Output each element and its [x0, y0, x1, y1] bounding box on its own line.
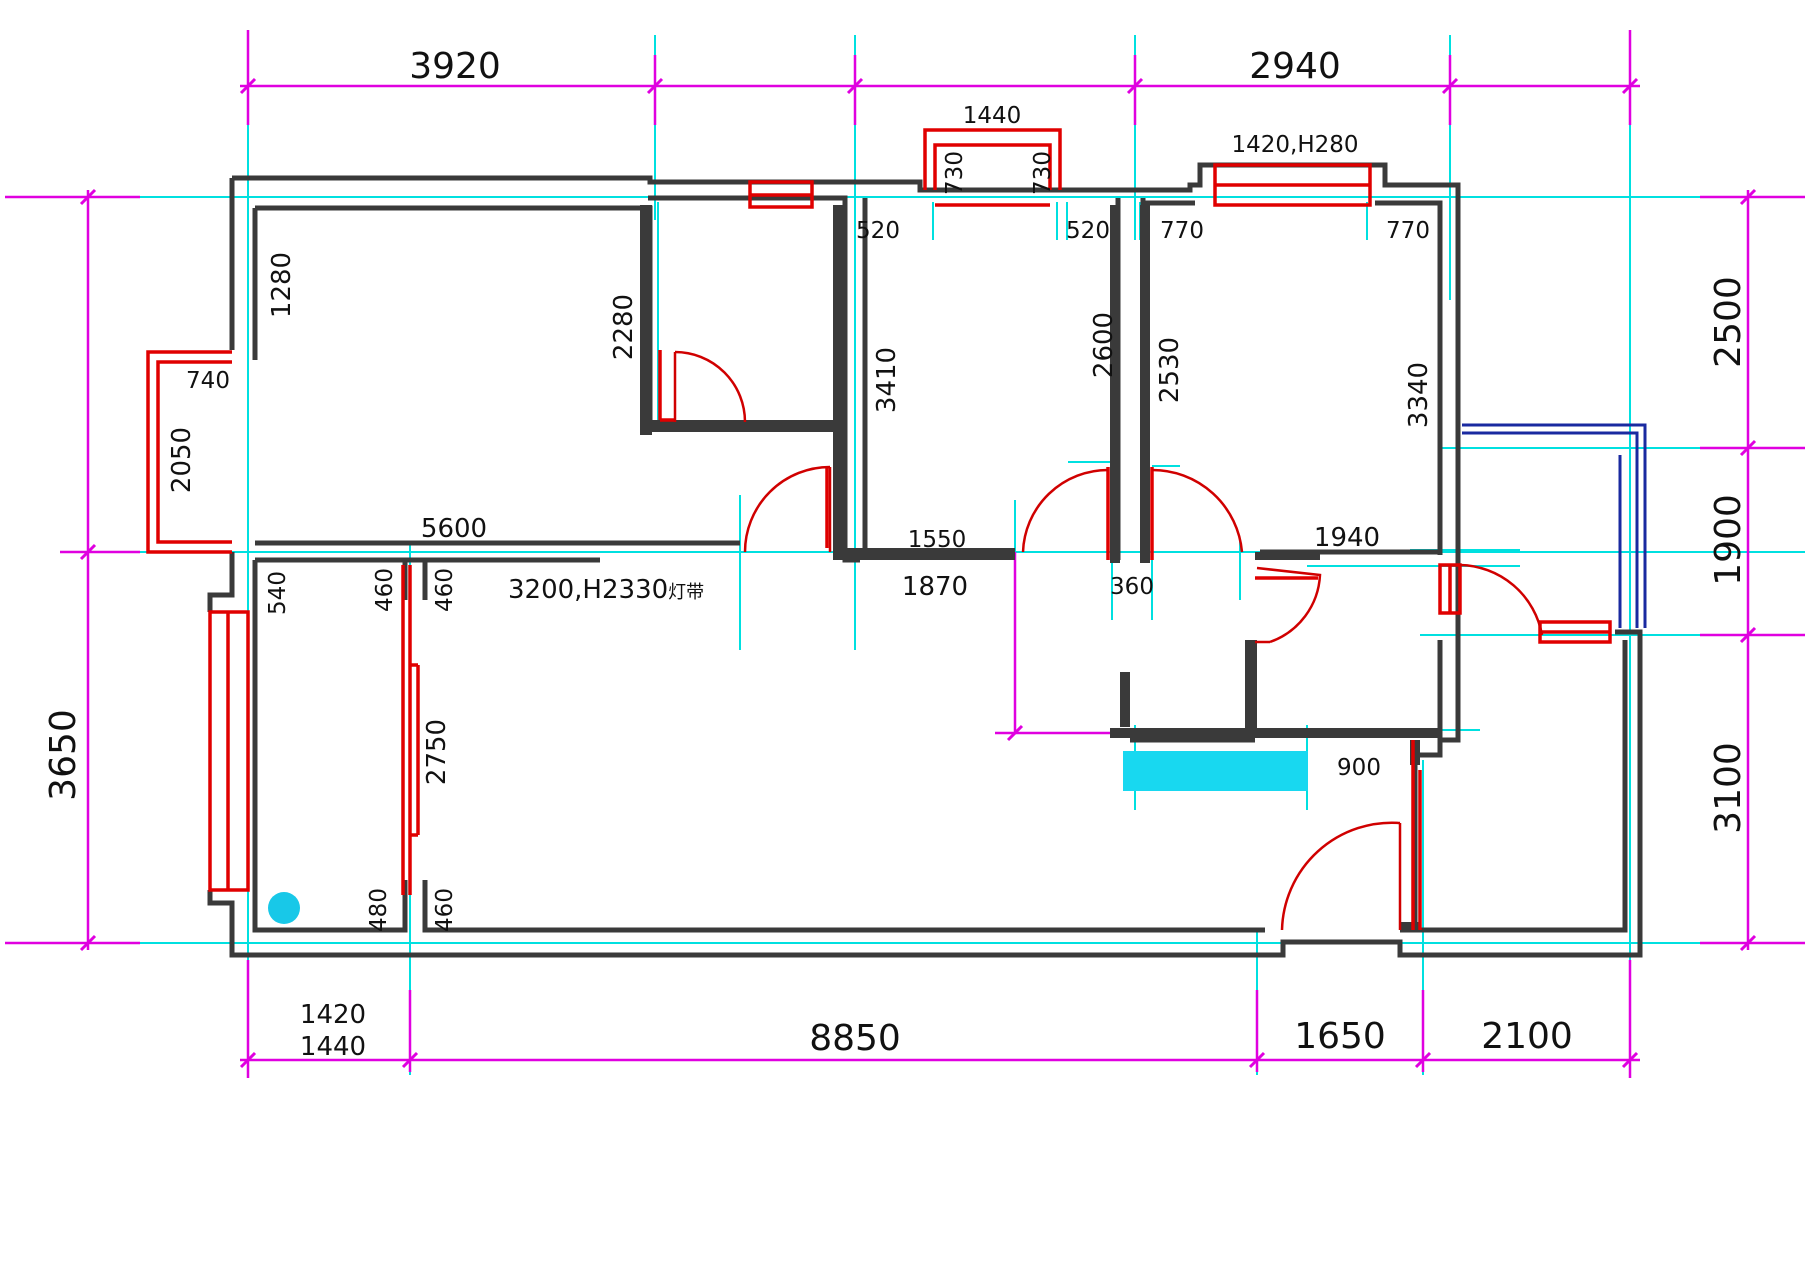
dim-right-1900: 1900: [1708, 494, 1749, 586]
dim-540: 540: [265, 571, 291, 615]
dim-1870: 1870: [902, 572, 968, 602]
dim-520-left: 520: [856, 218, 900, 244]
dim-right-2500: 2500: [1708, 276, 1749, 368]
dim-bottom-8850: 8850: [809, 1018, 901, 1059]
dim-520-right: 520: [1066, 218, 1110, 244]
dim-2750: 2750: [422, 719, 452, 785]
dim-top-1440: 1440: [963, 103, 1022, 129]
dim-460-b: 460: [432, 568, 458, 612]
dim-top-1420-h280: 1420,H280: [1231, 132, 1358, 158]
dim-2280: 2280: [609, 294, 639, 360]
windows: [146, 128, 1612, 930]
dim-right-3100: 3100: [1708, 742, 1749, 834]
dim-3200-h2330-main: 3200,H2330: [508, 575, 668, 605]
drain-marker: [268, 892, 300, 924]
dim-3340: 3340: [1404, 362, 1434, 428]
dim-730-right: 730: [1030, 151, 1056, 195]
dim-2050: 2050: [167, 427, 197, 493]
dim-1550: 1550: [908, 527, 967, 553]
dim-top-3920: 3920: [409, 46, 501, 87]
dim-1280: 1280: [267, 252, 297, 318]
dimension-ticks: [79, 77, 1757, 1069]
dim-770-left: 770: [1160, 218, 1204, 244]
dim-480: 480: [366, 888, 392, 932]
dim-top-2940: 2940: [1249, 46, 1341, 87]
dim-3410: 3410: [872, 347, 902, 413]
dim-2600: 2600: [1089, 312, 1119, 378]
dim-1940: 1940: [1314, 523, 1380, 553]
door-swings: [673, 350, 1544, 931]
dim-5600: 5600: [421, 514, 487, 544]
dim-2530: 2530: [1155, 337, 1185, 403]
dim-730-left: 730: [942, 151, 968, 195]
dim-460-c: 460: [432, 888, 458, 932]
dimension-lines: [5, 30, 1805, 1078]
wall-solids: [640, 205, 1440, 932]
dim-bottom-2100: 2100: [1481, 1016, 1573, 1057]
dim-740: 740: [186, 368, 230, 394]
balcony-rail: [1462, 423, 1647, 628]
dim-bottom-1440: 1440: [300, 1032, 366, 1062]
dim-770-right: 770: [1386, 218, 1430, 244]
dim-460-a: 460: [372, 568, 398, 612]
dim-900: 900: [1337, 755, 1381, 781]
dim-3200-h2330-suffix: 灯带: [668, 582, 704, 603]
dim-left-3650: 3650: [43, 709, 84, 801]
dim-360: 360: [1110, 574, 1154, 600]
dim-3200-h2330: 3200,H2330灯带: [508, 575, 704, 605]
dim-bottom-1650: 1650: [1294, 1016, 1386, 1057]
dim-bottom-1420: 1420: [300, 1000, 366, 1030]
cabinet-block: [1123, 751, 1308, 791]
